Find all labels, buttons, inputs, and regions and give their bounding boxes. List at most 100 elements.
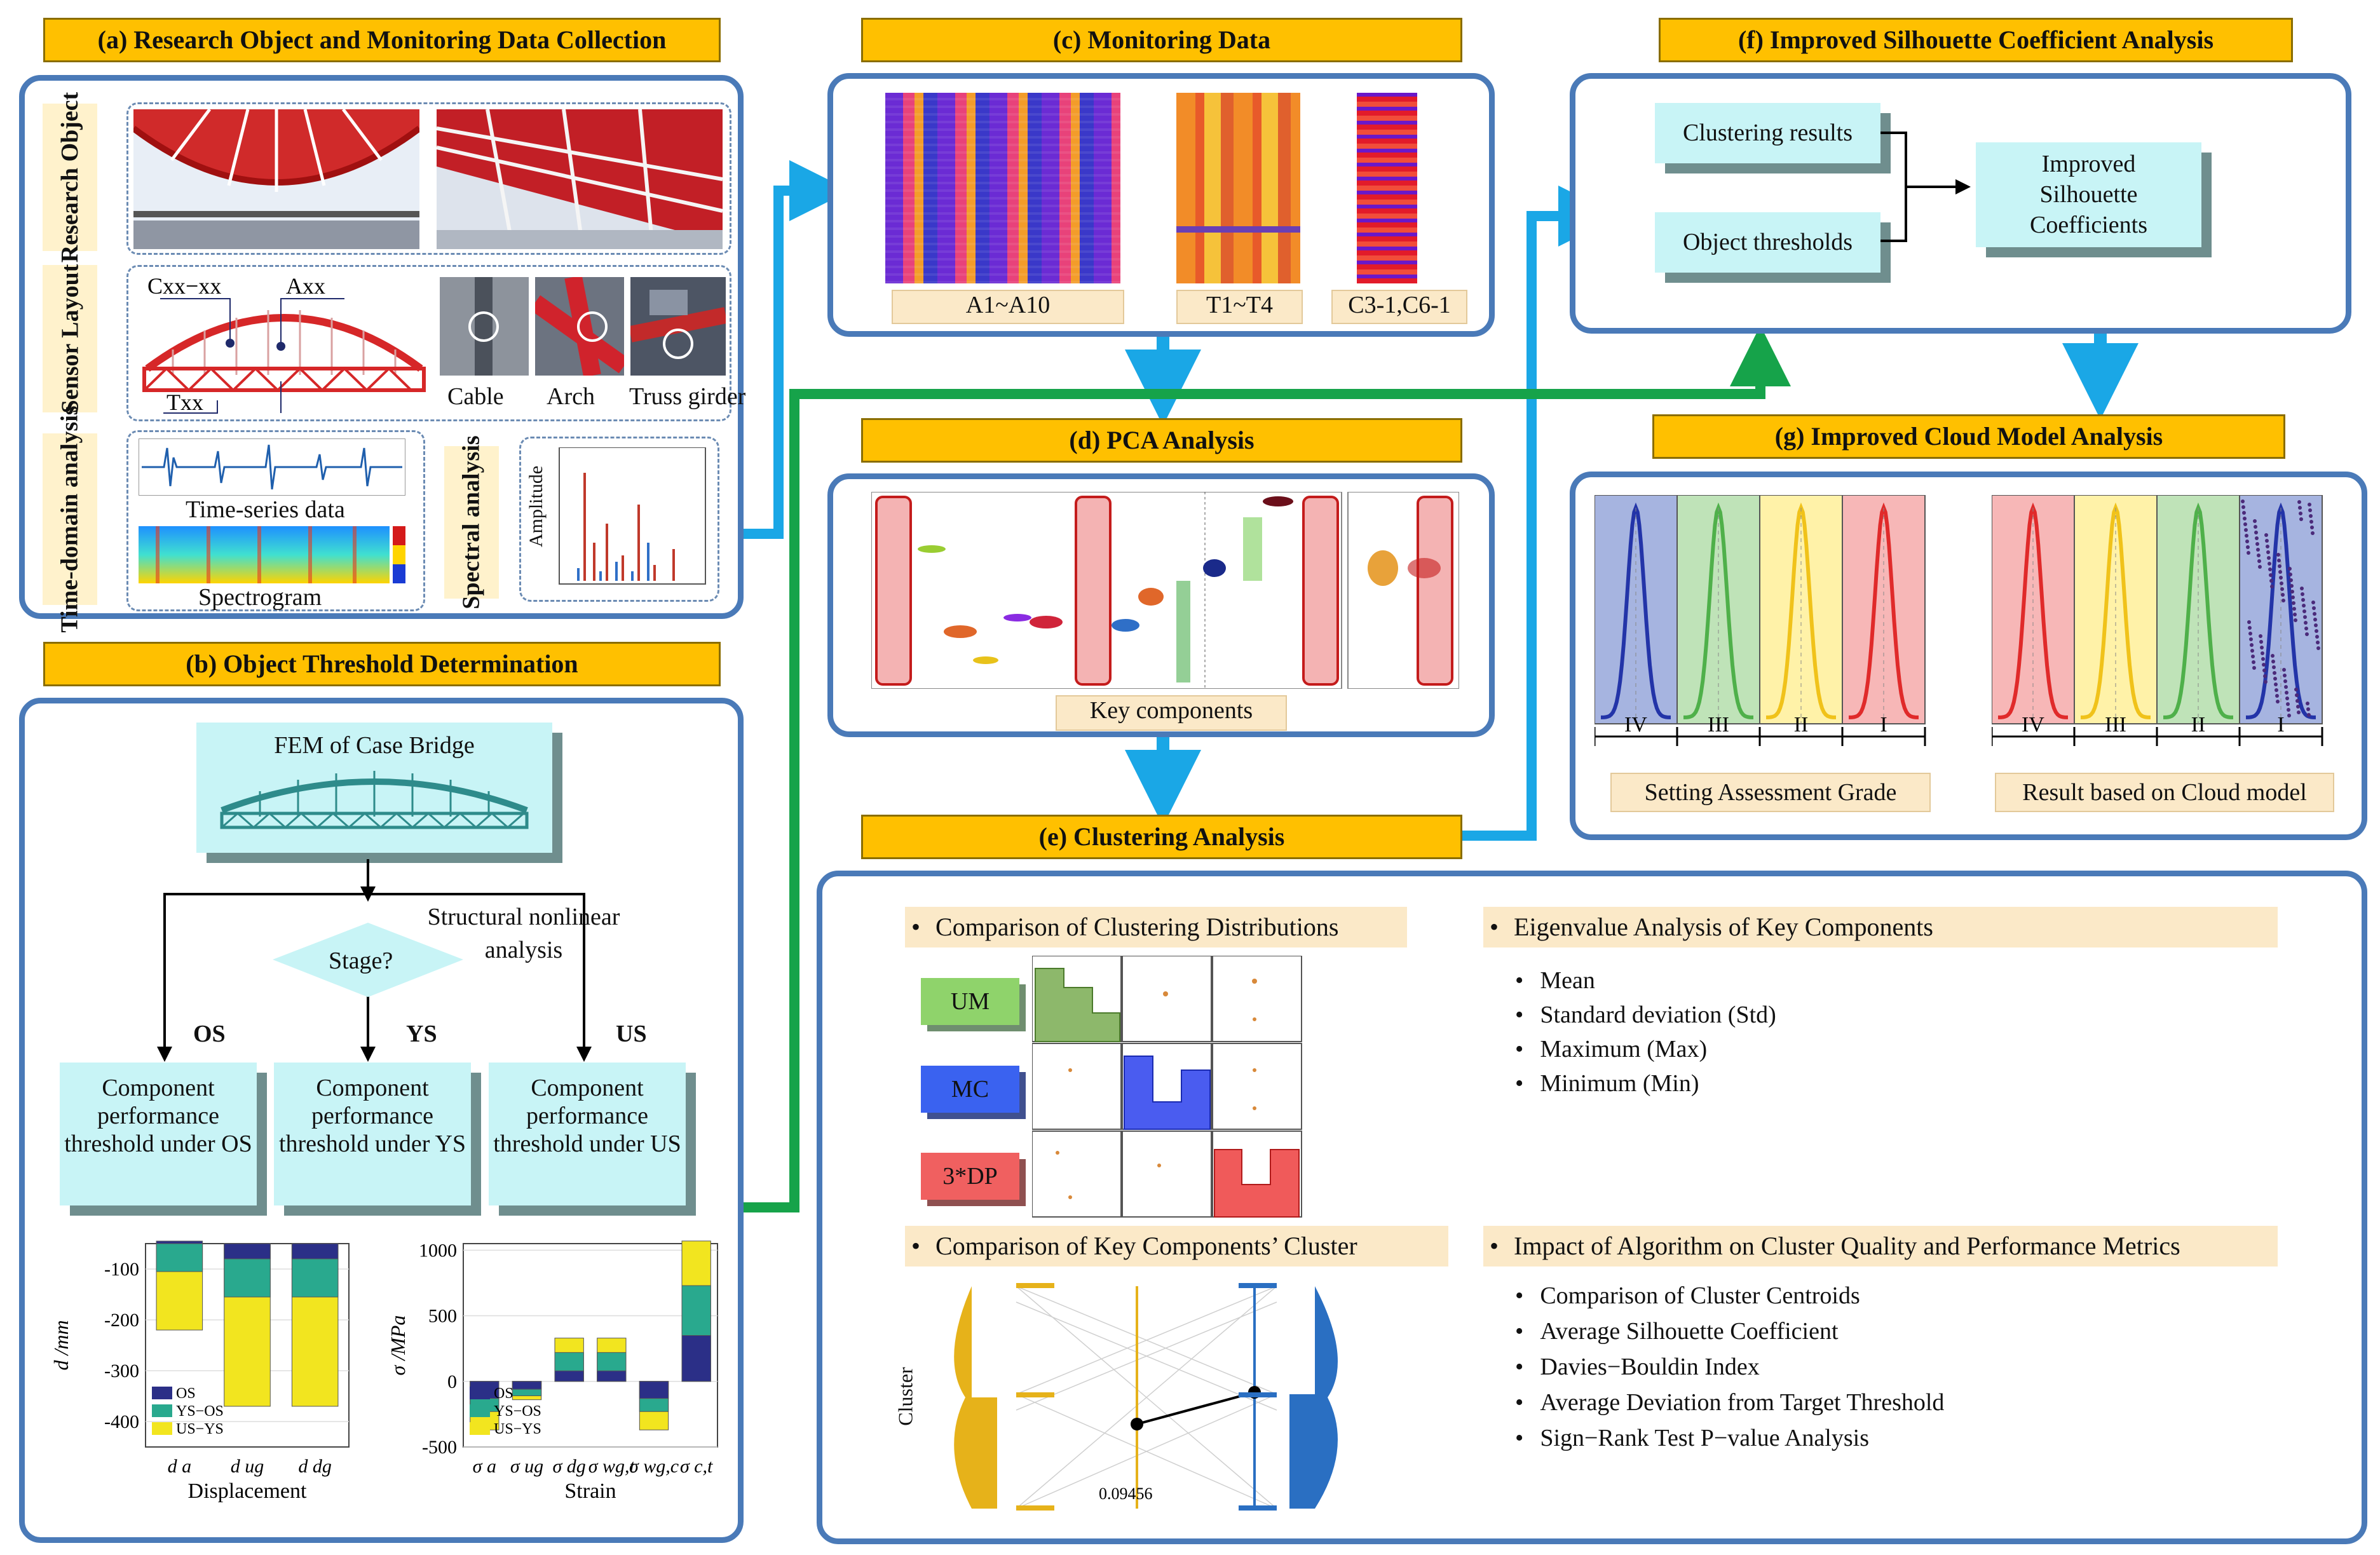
scatter-point (2250, 649, 2254, 653)
scatter-point (2247, 620, 2251, 624)
scatter-point (2261, 657, 2265, 661)
impact-item: Sign−Rank Test P−value Analysis (1515, 1424, 1869, 1452)
scatter-point (2256, 548, 2260, 552)
scatter-point (2313, 618, 2317, 621)
scatter-point (2316, 641, 2320, 644)
bar-OS (512, 1381, 542, 1390)
y-tick-label: 500 (428, 1306, 457, 1327)
spectrogram-plot (139, 526, 405, 583)
cxx-label: Cxx−xx (147, 273, 221, 299)
impact-item: Average Deviation from Target Threshold (1515, 1389, 1944, 1416)
header-b: (b) Object Threshold Determination (43, 642, 721, 686)
scatter-point (2260, 646, 2264, 649)
us-label: US (616, 1021, 647, 1047)
scatter-point (2255, 536, 2259, 540)
key-components-caption: Key components (1056, 695, 1287, 731)
scatter-point (2302, 604, 2306, 608)
scatter-point (2244, 528, 2248, 532)
scatter-point (2299, 517, 2303, 521)
cable-photo (440, 277, 529, 376)
p-value-label: 0.09456 (1099, 1484, 1153, 1503)
scatter-point (2243, 517, 2247, 520)
scatter-point (2293, 613, 2297, 616)
scatter-point (2294, 618, 2297, 622)
scatter-point (2285, 691, 2288, 695)
scatter-point (2257, 559, 2261, 563)
x-tick-label: d a (168, 1456, 192, 1477)
scatter-point (2283, 679, 2287, 683)
time-series-plot (139, 438, 405, 496)
scatter-point (2313, 612, 2316, 616)
scatter-point (2310, 526, 2314, 529)
heading-eigenvalue: Eigenvalue Analysis of Key Components (1483, 907, 2278, 947)
axx-label: Axx (286, 273, 325, 299)
scatter-point (2267, 556, 2271, 560)
label-spectral: Spectral analysis (444, 435, 499, 609)
bar-YS−OS (156, 1243, 203, 1272)
pca-violin-plot (871, 492, 1459, 689)
scatter-point (2280, 581, 2283, 585)
fem-label: FEM of Case Bridge (274, 732, 475, 759)
scatter-point (2287, 708, 2290, 712)
legend-swatch (152, 1422, 172, 1435)
bar-OS (156, 1240, 203, 1244)
scatter-point (2284, 685, 2288, 689)
scatter-point (2306, 702, 2309, 705)
object-thresholds-box: Object thresholds (1655, 212, 1880, 273)
scatter-point (2278, 564, 2281, 568)
heatmap-c (1357, 93, 1417, 283)
scatter-point (2308, 503, 2311, 506)
scatter-point (2262, 669, 2266, 672)
um-label: UM (921, 978, 1019, 1025)
threshold-os-box: Component performance threshold under OS (60, 1063, 257, 1205)
heatmap-a (885, 93, 1120, 283)
scatter-point (2295, 699, 2299, 703)
scatter-point (2311, 601, 2315, 604)
scatter-point (2264, 533, 2268, 537)
scatter-point (2241, 505, 2245, 509)
scatter-point (2315, 635, 2319, 639)
scatter-point (2304, 627, 2308, 630)
scatter-point (2298, 506, 2302, 510)
scatter-point (2259, 640, 2263, 644)
x-tick-label: d ug (231, 1456, 264, 1477)
cluster-axis-label: Cluster (894, 1367, 917, 1426)
stage-decision: Stage? (329, 947, 393, 974)
scatter-point (2300, 587, 2304, 590)
scatter-point (2285, 696, 2289, 700)
scatter-point (2252, 666, 2256, 670)
bar-OS (224, 1243, 271, 1260)
panel-b: FEM of Case Bridge Stage? Structural non… (19, 698, 744, 1543)
x-tick-label: σ c,t (680, 1456, 713, 1477)
grade-label: IV (2022, 713, 2044, 737)
arrow-a-to-c (715, 160, 850, 539)
header-e: (e) Clustering Analysis (861, 815, 1462, 859)
scatter-point (2306, 707, 2310, 711)
legend-label: OS (494, 1385, 513, 1402)
cloud-result-caption: Result based on Cloud model (1995, 773, 2334, 812)
arch-photo (535, 277, 624, 376)
eig-item: Mean (1515, 967, 1595, 995)
grade-label: II (2191, 713, 2206, 737)
arrow-b-to-f (744, 325, 1791, 1212)
scatter-point (2242, 511, 2246, 515)
scatter-point (2291, 595, 2295, 599)
fem-box: FEM of Case Bridge (196, 723, 552, 853)
spectral-frame: Amplitude (519, 437, 719, 602)
scatter-point (2296, 705, 2300, 709)
scatter-point (2314, 623, 2318, 627)
header-c: (c) Monitoring Data (861, 18, 1462, 62)
scatter-point (2258, 565, 2262, 569)
legend-label: US−YS (176, 1421, 224, 1437)
scatter-point (2252, 660, 2255, 664)
scatter-point (2307, 713, 2311, 717)
x-tick-label: σ dg (553, 1456, 586, 1477)
scatter-point (2286, 702, 2290, 706)
scatter-point (2251, 655, 2255, 658)
mc-label: MC (921, 1066, 1019, 1113)
eig-item: Maximum (Max) (1515, 1035, 1707, 1063)
y-tick-label: -500 (422, 1437, 457, 1458)
impact-item: Comparison of Cluster Centroids (1515, 1282, 1860, 1310)
